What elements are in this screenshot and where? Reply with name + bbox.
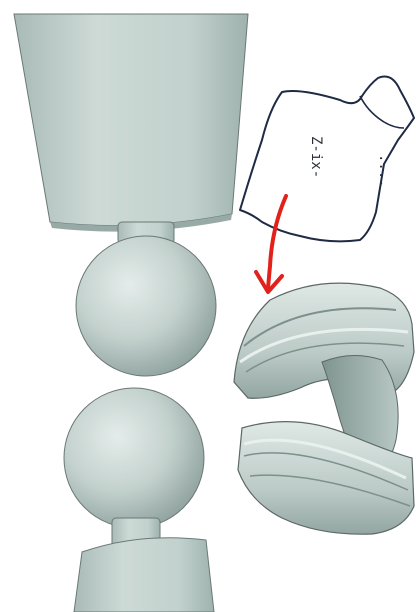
lower-ball-joint xyxy=(64,388,204,528)
lower-limb-part xyxy=(74,538,214,612)
sketch-note: Z-ix- .... xyxy=(240,77,414,242)
upper-limb-part xyxy=(14,14,248,232)
sketch-note-text: Z-ix- xyxy=(308,136,324,178)
sketch-note-dots: .... xyxy=(376,154,392,188)
upper-ball-joint xyxy=(76,236,216,376)
